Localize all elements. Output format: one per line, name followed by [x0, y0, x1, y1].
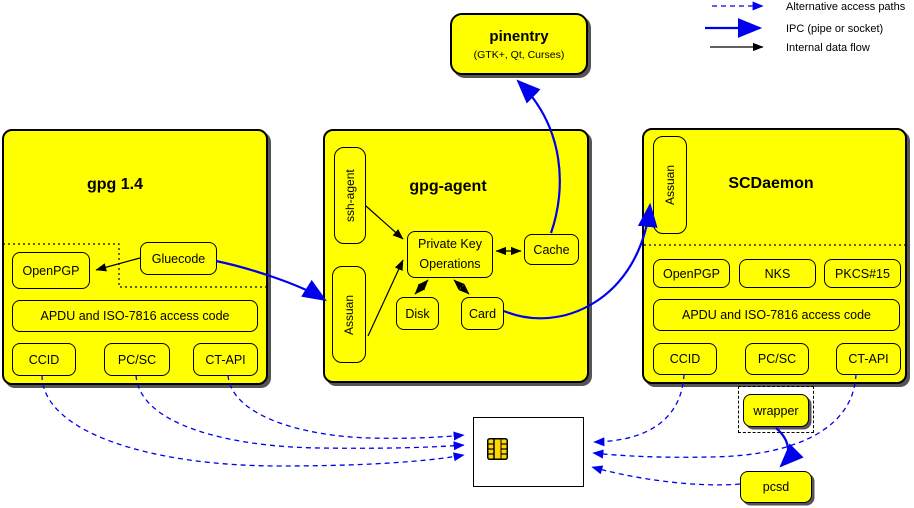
ipc-arrow-wrapper-to-pcsd: [775, 427, 804, 468]
alt-path-gpg14-ctapi-to-card: [227, 374, 465, 441]
pinentry-title: pinentry: [489, 27, 549, 45]
scdaemon-ccid-box: CCID: [653, 343, 717, 375]
scdaemon-title: SCDaemon: [728, 175, 814, 192]
pinentry-box: pinentry (GTK+, Qt, Curses): [450, 13, 588, 75]
scdaemon-openpgp-box: OpenPGP: [653, 259, 730, 288]
pinentry-subtitle: (GTK+, Qt, Curses): [473, 48, 565, 61]
pcsd-box: pcsd: [740, 471, 812, 503]
scdaemon-apdu-box: APDU and ISO-7816 access code: [653, 299, 900, 331]
pko-line2: Operations: [419, 256, 481, 271]
smartcard: [473, 417, 584, 487]
scdaemon-ctapi-box: CT-API: [836, 343, 901, 375]
gpg-agent-title: gpg-agent: [409, 178, 487, 195]
private-key-operations-box: Private Key Operations: [407, 231, 493, 278]
gpg14-ccid-box: CCID: [12, 343, 76, 376]
scdaemon-assuan-box: Assuan: [653, 136, 687, 234]
scdaemon-pcsc-box: PC/SC: [745, 343, 809, 375]
gpg14-pcsc-box: PC/SC: [104, 343, 170, 376]
gpg14-title: gpg 1.4: [86, 176, 143, 193]
card-box: Card: [461, 297, 504, 330]
legend-ipc-label: IPC (pipe or socket): [786, 23, 884, 35]
disk-box: Disk: [396, 297, 439, 330]
smartcard-chip-icon: [487, 438, 508, 460]
gpg14-ctapi-box: CT-API: [193, 343, 258, 376]
pko-line1: Private Key: [418, 237, 482, 252]
wrapper-box: wrapper: [743, 394, 809, 427]
scdaemon-nks-box: NKS: [739, 259, 816, 288]
legend-alt-label: Alternative access paths: [786, 1, 906, 13]
scdaemon-pkcs15-box: PKCS#15: [824, 259, 901, 288]
gpg-agent-assuan-box: Assuan: [332, 266, 366, 363]
alt-path-gpg14-ccid-to-card: [41, 374, 465, 467]
alt-path-scdaemon-ccid-to-card: [593, 373, 685, 447]
alt-path-gpg14-pcsc-to-card: [135, 374, 465, 451]
alt-path-scdaemon-ctapi-to-card: [592, 373, 857, 459]
gpg14-openpgp-box: OpenPGP: [12, 252, 90, 289]
gpg-agent-ssh-agent-box: ssh-agent: [334, 147, 366, 244]
alt-path-pcsd-to-card: [591, 465, 741, 486]
gpg14-apdu-box: APDU and ISO-7816 access code: [12, 300, 258, 332]
cache-box: Cache: [524, 234, 579, 265]
gpg14-gluecode-box: Gluecode: [140, 242, 217, 275]
legend-internal-label: Internal data flow: [786, 42, 870, 54]
